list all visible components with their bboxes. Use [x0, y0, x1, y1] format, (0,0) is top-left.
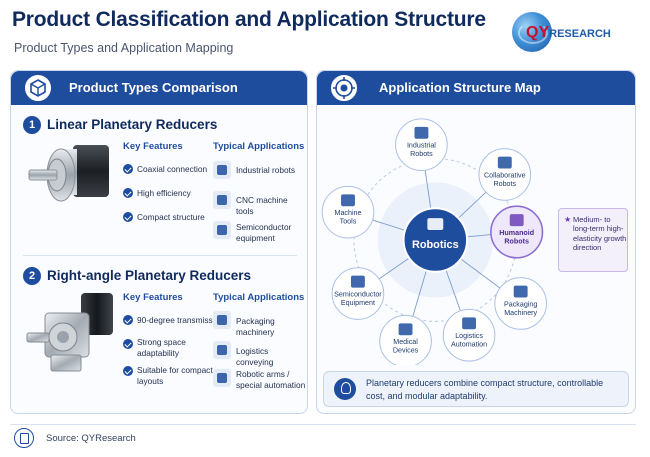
cobot-icon [497, 156, 512, 169]
humanoid-icon [509, 214, 524, 227]
footer-divider [10, 424, 636, 425]
application-map-header: Application Structure Map [317, 71, 635, 105]
node-label: Devices [393, 347, 419, 355]
growth-callout: ★ Medium- to long-term high-elasticity g… [558, 208, 628, 272]
feature-item: Coaxial connection [137, 164, 208, 174]
conveyor-icon [213, 341, 231, 359]
features-heading: Key Features [123, 141, 183, 152]
check-icon [123, 315, 133, 325]
node-label: Logistics [455, 332, 483, 340]
right-angle-reducer-image [26, 293, 113, 372]
product-types-panel: Product Types Comparison 1 Linear Planet… [10, 70, 308, 414]
applications-heading: Typical Applications [213, 292, 305, 303]
application-map-title: Application Structure Map [379, 80, 541, 95]
features-heading: Key Features [123, 292, 183, 303]
page-subtitle: Product Types and Application Mapping [14, 41, 234, 55]
node-label: Machine [335, 209, 362, 217]
robot-arm-icon [213, 161, 231, 179]
node-label: Robots [493, 180, 516, 188]
application-item: Semiconductor equipment [236, 222, 292, 243]
section-title: Right-angle Planetary Reducers [47, 268, 252, 283]
chip-icon [350, 275, 365, 288]
logo-text: QYRESEARCH [526, 24, 611, 41]
center-node [402, 207, 469, 273]
node-label: Equipment [341, 299, 375, 307]
cube-icon [23, 73, 53, 103]
check-icon [123, 212, 133, 222]
robot-arm-icon [213, 369, 231, 387]
check-icon [123, 164, 133, 174]
package-icon [513, 285, 528, 298]
robot-arm-icon [414, 126, 429, 139]
chip-icon [213, 221, 231, 239]
summary-note-text: Planetary reducers combine compact struc… [366, 378, 604, 401]
check-icon [123, 339, 133, 349]
feature-item: 90-degree transmission [137, 315, 224, 325]
qyresearch-logo: QYRESEARCH [512, 6, 642, 58]
heartbeat-icon [398, 323, 413, 336]
section-number: 1 [23, 116, 41, 134]
node-label: Semiconductor [334, 291, 382, 299]
feature-item: High efficiency [137, 188, 191, 198]
node-label: Robots [504, 237, 529, 245]
node-label: Robots [410, 150, 433, 158]
cnc-icon [213, 191, 231, 209]
conveyor-icon [462, 317, 477, 330]
star-icon: ★ [564, 215, 572, 224]
node-label: Industrial [407, 142, 436, 150]
feature-item: Suitable for compact layouts [137, 365, 213, 386]
page-title: Product Classification and Application S… [12, 8, 486, 31]
robot-icon [427, 218, 444, 231]
application-item: Robotic arms / special automation [236, 369, 306, 390]
application-item: Packaging machinery [236, 316, 275, 337]
node-label: Collaborative [484, 171, 526, 179]
check-icon [123, 366, 133, 376]
node-humanoid-robots [490, 205, 544, 259]
node-machine-tools [321, 185, 375, 239]
node-label: Packaging [504, 300, 537, 308]
target-icon [329, 73, 359, 103]
node-collaborative-robots [478, 148, 532, 201]
node-label: Humanoid [499, 229, 534, 237]
section-title: Linear Planetary Reducers [47, 117, 218, 132]
section-divider [23, 255, 297, 256]
feature-item: Strong space adaptability [137, 337, 186, 358]
applications-heading: Typical Applications [213, 141, 305, 152]
application-item: Logistics conveying [236, 346, 274, 367]
check-icon [123, 188, 133, 198]
application-structure-map: IndustrialRobotsCollaborativeRobotsHuman… [321, 118, 547, 365]
node-packaging-machinery [494, 277, 547, 330]
growth-callout-text: Medium- to long-term high-elasticity gro… [573, 215, 627, 253]
node-label: Machinery [504, 309, 537, 317]
node-industrial-robots [395, 118, 448, 171]
section-number: 2 [23, 267, 41, 285]
node-medical-devices [379, 314, 432, 365]
node-label: Tools [340, 218, 357, 226]
node-label: Automation [451, 341, 487, 349]
center-label: Robotics [412, 239, 459, 251]
source-text: Source: QYResearch [46, 433, 136, 444]
machine-icon [341, 194, 355, 207]
application-item: CNC machine tools [236, 195, 288, 216]
linear-reducer-image [28, 145, 109, 202]
application-item: Industrial robots [236, 165, 296, 175]
node-logistics-automation [442, 308, 496, 362]
product-types-header: Product Types Comparison [11, 71, 307, 105]
globe-icon [512, 12, 552, 52]
package-icon [213, 311, 231, 329]
feature-item: Compact structure [137, 212, 205, 222]
product-types-title: Product Types Comparison [69, 80, 238, 95]
node-label: Medical [393, 338, 418, 346]
summary-note: Planetary reducers combine compact struc… [323, 371, 629, 407]
document-icon [14, 428, 34, 448]
lightbulb-icon [334, 378, 356, 400]
node-semiconductor-equipment [331, 267, 385, 320]
